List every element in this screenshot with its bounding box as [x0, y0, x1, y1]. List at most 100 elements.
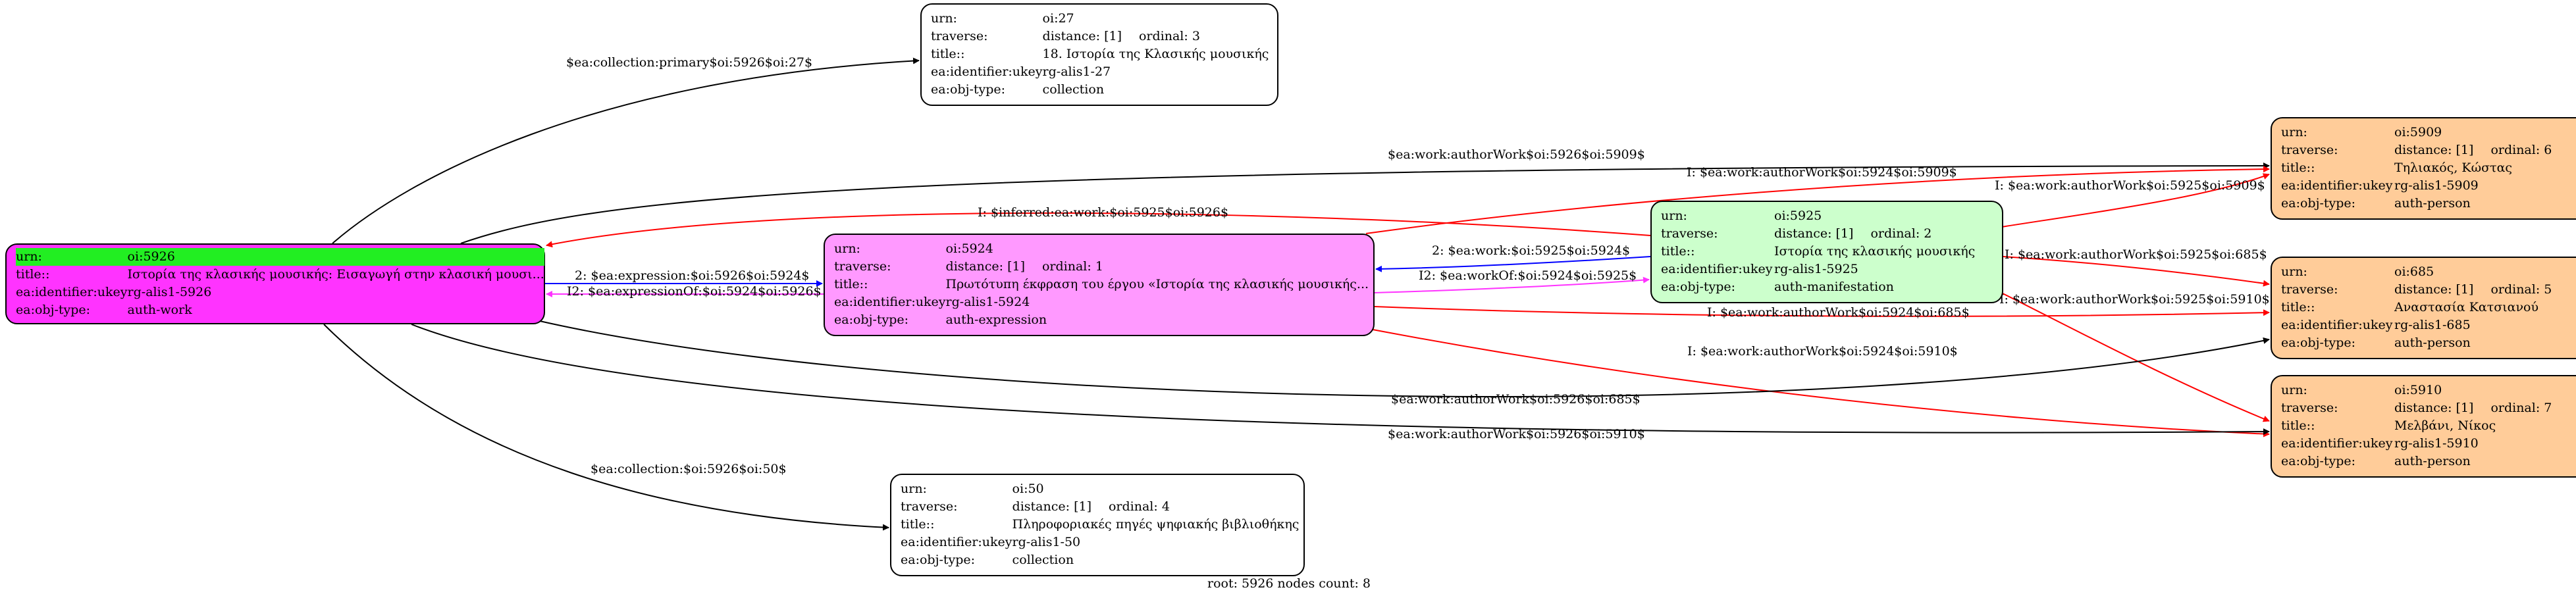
row-value: oi:27 — [1042, 11, 1074, 26]
row-key: urn: — [2281, 264, 2307, 279]
row-key: traverse: — [2281, 282, 2338, 297]
node-oi-5924[interactable]: urn:oi:5924 traverse:distance: [1]ordina… — [824, 234, 1375, 336]
row-key: traverse: — [901, 499, 958, 514]
node-table: urn:oi:5924 traverse:distance: [1]ordina… — [834, 240, 1369, 329]
row-key: ea:identifier:ukey — [16, 285, 128, 299]
edge-label-authorwork-5926-5909: $ea:work:authorWork$oi:5926$oi:5909$ — [1388, 147, 1645, 162]
row-key: traverse: — [1661, 226, 1718, 241]
edge-label-authorwork-5925-685: I: $ea:work:authorWork$oi:5925$oi:685$ — [2005, 247, 2267, 262]
node-row-objtype: ea:obj-type: auth-work — [16, 301, 544, 319]
node-table: urn:oi:5909 traverse: distance: [1]ordina… — [2281, 124, 2552, 212]
row-key: traverse: — [834, 259, 891, 274]
row-key: title:: — [931, 47, 965, 61]
node-row-traverse: traverse: distance: [1] ordinal: 2 — [1661, 225, 1975, 243]
edge-label-inferred-5925-5926: I: $inferred:ea:work:$oi:5925$oi:5926$ — [978, 205, 1228, 220]
edge-label-authorwork-5925-5910: I: $ea:work:authorWork$oi:5925$oi:5910$ — [1999, 292, 2270, 307]
row-value: Μελβάνι, Νίκος — [2394, 418, 2496, 433]
node-row-traverse: traverse:distance: [1]ordinal: 7 — [2281, 399, 2552, 417]
node-row-objtype: ea:obj-type:collection — [901, 551, 1299, 569]
row-key: urn: — [931, 11, 957, 26]
edge-authorwork-5924-5909 — [1365, 166, 2270, 234]
row-value: Πληροφοριακές πηγές ψηφιακής βιβλιοθήκης — [1012, 517, 1300, 532]
row-key: urn: — [901, 482, 927, 496]
node-row-objtype: ea:obj-type: auth-manifestation — [1661, 278, 1975, 296]
row-key: urn: — [834, 241, 860, 256]
node-table: urn:oi:5925 traverse: distance: [1] ordina… — [1661, 207, 1975, 296]
edge-label-collection-5926-50: $ea:collection:$oi:5926$oi:50$ — [591, 462, 787, 476]
node-row-title: title::Ιστορία της κλασικής μουσικής — [1661, 243, 1975, 261]
row-key: ea:obj-type: — [1661, 280, 1736, 294]
row-key: title:: — [16, 267, 50, 282]
node-row-traverse: traverse:distance: [1]ordinal: 5 — [2281, 281, 2552, 299]
row-key: ea:obj-type: — [16, 303, 91, 317]
node-row-ukey: ea:identifier:ukey rg-alis1-5926 — [16, 284, 544, 301]
node-table: urn: oi:5926 title:: Ιστορία της κλασική… — [16, 248, 544, 319]
row-key: traverse: — [931, 29, 988, 43]
node-row-objtype: ea:obj-type: auth-person — [2281, 453, 2552, 470]
edge-authorwork-5926-5909 — [460, 162, 2270, 244]
edge-label-authorwork-5924-685: I: $ea:work:authorWork$oi:5924$oi:685$ — [1707, 305, 1970, 320]
row-key: urn: — [2281, 125, 2307, 139]
row-value: distance: [1] ordinal: 4 — [1012, 498, 1300, 516]
node-row-urn: urn: oi:5924 — [834, 240, 1369, 258]
node-oi-5909[interactable]: urn:oi:5909 traverse: distance: [1]ordina… — [2271, 117, 2576, 220]
row-value: rg-alis1-5910 — [2394, 436, 2479, 451]
row-value: oi:5910 — [2394, 383, 2442, 397]
edge-label-authorwork-5925-5909: I: $ea:work:authorWork$oi:5925$oi:5909$ — [1995, 178, 2265, 193]
node-oi-5910[interactable]: urn:oi:5910 traverse:distance: [1]ordina… — [2271, 375, 2576, 478]
row-value: auth-manifestation — [1774, 280, 1894, 294]
row-value: distance: [1]ordinal: 6 — [2394, 141, 2552, 159]
node-row-urn: urn:oi:5909 — [2281, 124, 2552, 141]
node-oi-5925[interactable]: urn:oi:5925 traverse: distance: [1] ordina… — [1650, 201, 2003, 303]
ordinal-value: ordinal: 3 — [1138, 29, 1200, 43]
row-value: rg-alis1-5926 — [127, 285, 212, 299]
row-key: traverse: — [2281, 143, 2338, 157]
row-key: ea:identifier:ukey — [901, 535, 1012, 549]
node-row-urn: urn:oi:5925 — [1661, 207, 1975, 225]
graph-footer: root: 5926 nodes count: 8 — [1207, 576, 1371, 591]
edge-collection-primary-27 — [332, 57, 920, 244]
ordinal-value: ordinal: 5 — [2490, 282, 2552, 297]
row-value: auth-expression — [945, 312, 1047, 327]
node-oi-5926[interactable]: urn: oi:5926 title:: Ιστορία της κλασική… — [5, 243, 545, 324]
row-value: rg-alis1-685 — [2394, 318, 2471, 332]
node-oi-27[interactable]: urn: oi:27 traverse: distance: [1] ordinal:… — [920, 3, 1278, 106]
distance-value: distance: [1] — [1012, 499, 1091, 514]
node-table: urn: oi:27 traverse: distance: [1] ordinal:… — [931, 10, 1269, 99]
row-value: oi:5926 — [127, 248, 544, 266]
row-value: auth-person — [2394, 454, 2471, 468]
edge-workof-5924-5925 — [1374, 276, 1650, 293]
row-key: ea:obj-type: — [2281, 196, 2356, 211]
edge-label-work-5925-5924: 2: $ea:work:$oi:5925$oi:5924$ — [1432, 243, 1630, 258]
row-key: ea:obj-type: — [2281, 454, 2356, 468]
edge-collection-5926-50 — [323, 324, 889, 531]
edge-authorwork-5924-685 — [1374, 306, 2270, 317]
node-row-title: title::Μελβάνι, Νίκος — [2281, 417, 2552, 435]
edge-inferred-5925-5926 — [546, 212, 1651, 248]
distance-value: distance: [1] — [1774, 226, 1854, 241]
distance-value: distance: [1] — [945, 259, 1025, 274]
row-key: ea:obj-type: — [931, 82, 1006, 97]
node-table: urn:oi:685 traverse:distance: [1]ordinal… — [2281, 263, 2552, 352]
row-key: title:: — [834, 277, 868, 291]
row-value: auth-work — [127, 303, 192, 317]
node-oi-50[interactable]: urn:oi:50 traverse:distance: [1]ordinal:… — [890, 474, 1305, 576]
distance-value: distance: [1] — [1042, 29, 1122, 43]
row-value: oi:5924 — [945, 241, 993, 256]
row-key: urn: — [16, 248, 128, 266]
row-value: distance: [1] ordinal: 3 — [1043, 28, 1269, 45]
node-row-objtype: ea:obj-type:auth-person — [2281, 195, 2552, 212]
ordinal-value: ordinal: 2 — [1870, 226, 1932, 241]
edge-authorwork-5924-5910 — [1369, 328, 2270, 437]
edge-label-expression-5926-5924: 2: $ea:expression:$oi:5926$oi:5924$ — [575, 268, 810, 283]
node-row-objtype: ea:obj-type:auth-expression — [834, 311, 1369, 329]
node-oi-685[interactable]: urn:oi:685 traverse:distance: [1]ordinal… — [2271, 257, 2576, 359]
ordinal-value: ordinal: 4 — [1108, 499, 1170, 514]
edge-work-5925-5924 — [1375, 256, 1651, 272]
node-row-urn: urn: oi:27 — [931, 10, 1269, 28]
node-row-traverse: traverse: distance: [1]ordinal: 6 — [2281, 141, 2552, 159]
